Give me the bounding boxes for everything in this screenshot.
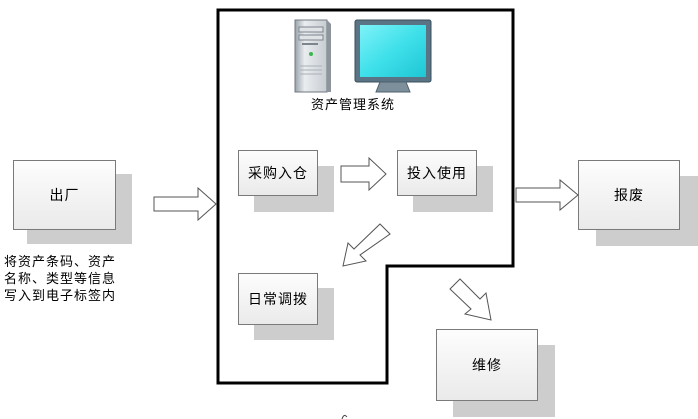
- transfer-box: 日常调拨: [238, 273, 318, 325]
- monitor-icon: [354, 19, 432, 93]
- note-line: 名称、类型等信息: [4, 272, 117, 287]
- arrow-down-right-icon: [449, 278, 492, 321]
- system-title: 资产管理系统: [311, 98, 396, 113]
- use-box: 投入使用: [397, 150, 477, 196]
- purchase-label: 采购入仓: [248, 166, 308, 182]
- note-line: 将资产条码、资产: [4, 255, 117, 270]
- transfer-label: 日常调拨: [248, 292, 308, 308]
- note-line: 写入到电子标签内: [4, 289, 117, 304]
- server-tower-icon: [294, 19, 331, 93]
- purchase-box: 采购入仓: [238, 150, 318, 196]
- arrow-right-icon: [340, 156, 387, 192]
- factory-box: 出厂: [13, 160, 116, 230]
- arrow-right-icon: [153, 186, 217, 222]
- repair-box: 维修: [436, 329, 538, 401]
- repair-label: 维修: [472, 358, 502, 374]
- arrow-down-left-icon: [342, 223, 391, 267]
- note-text: 将资产条码、资产 名称、类型等信息 写入到电子标签内: [4, 254, 116, 305]
- scrap-box: 报废: [578, 160, 680, 230]
- scrap-label: 报废: [614, 188, 644, 204]
- factory-label: 出厂: [49, 188, 80, 204]
- arrow-right-icon: [515, 178, 579, 212]
- use-label: 投入使用: [407, 166, 467, 182]
